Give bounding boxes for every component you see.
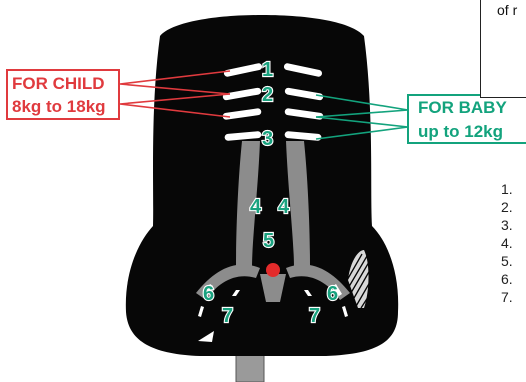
legend-item-7: 7. xyxy=(501,289,513,305)
number-6-right: 6 xyxy=(327,283,338,305)
number-4-right: 4 xyxy=(278,196,290,218)
number-2: 2 xyxy=(262,84,273,106)
child-label-line1: FOR CHILD xyxy=(12,74,105,93)
note-text: of r xyxy=(497,2,517,18)
legend-item-1: 1. xyxy=(501,181,513,197)
legend-item-3: 3. xyxy=(501,217,513,233)
number-1: 1 xyxy=(262,59,273,81)
legend-item-2: 2. xyxy=(501,199,513,215)
legend-item-4: 4. xyxy=(501,235,513,251)
legend-item-6: 6. xyxy=(501,271,513,287)
number-5: 5 xyxy=(263,230,274,252)
number-6-left: 6 xyxy=(203,283,214,305)
baby-label-line2: up to 12kg xyxy=(418,122,503,141)
baby-label-line1: FOR BABY xyxy=(418,98,507,117)
child-label-line2: 8kg to 18kg xyxy=(12,97,106,116)
number-4-left: 4 xyxy=(250,196,262,218)
harness-buckle xyxy=(266,263,280,277)
legend-item-5: 5. xyxy=(501,253,513,269)
number-7-left: 7 xyxy=(222,305,233,327)
number-3: 3 xyxy=(262,128,273,150)
number-7-right: 7 xyxy=(309,305,320,327)
note-box: of r xyxy=(480,0,526,98)
